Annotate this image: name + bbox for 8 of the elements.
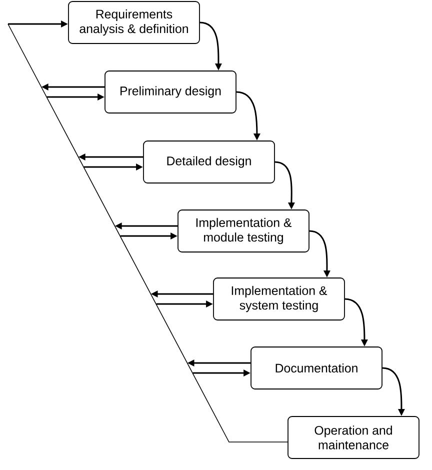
process-box: Requirements analysis & definition bbox=[68, 1, 200, 44]
process-box: Detailed design bbox=[143, 140, 275, 184]
process-box: Implementation & module testing bbox=[178, 210, 310, 252]
process-box: Operation and maintenance bbox=[288, 416, 420, 459]
process-box: Documentation bbox=[250, 346, 382, 390]
process-box: Implementation & system testing bbox=[213, 278, 345, 320]
return-line bbox=[8, 24, 288, 442]
process-box: Preliminary design bbox=[104, 70, 236, 114]
